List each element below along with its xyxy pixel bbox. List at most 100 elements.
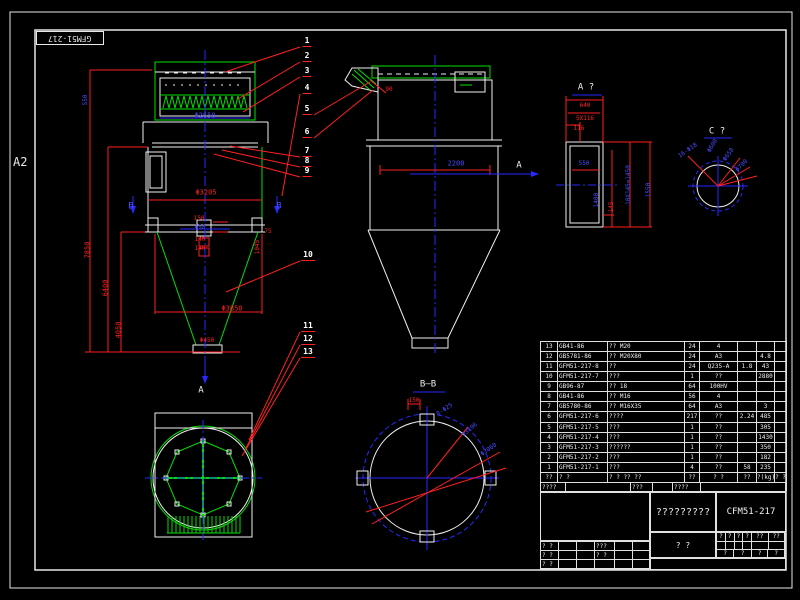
parts-cell: GFM51-217-2 <box>558 452 608 463</box>
parts-cell <box>775 422 787 433</box>
parts-cell: ?????? <box>608 442 685 453</box>
parts-cell: ??? <box>608 452 685 463</box>
parts-cell: 1430 <box>757 432 775 443</box>
dim-label: A <box>198 385 204 396</box>
parts-cell: 2.24 <box>738 412 757 423</box>
parts-cell: 2 <box>541 452 558 463</box>
parts-cell: ??? <box>608 432 685 443</box>
parts-cell <box>775 402 787 413</box>
parts-cell: 485 <box>757 412 775 423</box>
dim-label: 1400 <box>593 192 600 208</box>
parts-cell: 305 <box>757 422 775 433</box>
dim-label: 140 <box>194 245 206 252</box>
parts-cell: ?? M16X35 <box>608 402 685 413</box>
parts-cell <box>775 362 787 373</box>
signature-cell <box>615 560 633 569</box>
parts-cell: 13 <box>541 342 558 353</box>
dim-label: 150 <box>408 397 420 404</box>
parts-cell <box>738 442 757 453</box>
parts-cell: 56 <box>685 392 700 403</box>
drawing-number: CFM51-217 <box>716 492 786 532</box>
balloon-5: 5 <box>302 104 312 115</box>
rev-cell: ?? <box>752 533 769 542</box>
section-bb <box>355 391 507 550</box>
dim-label: Φ2650 <box>194 111 216 120</box>
parts-cell: 2880 <box>757 372 775 383</box>
signature-cell <box>577 551 595 560</box>
revision-grid-header: ? ? ? ? ?? ?? <box>717 533 785 542</box>
rev-cell: ? <box>743 533 752 542</box>
parts-cell: 3 <box>541 442 558 453</box>
parts-cell <box>775 342 787 353</box>
dim-label: 5X116 <box>575 115 595 122</box>
parts-cell: 5 <box>541 422 558 433</box>
parts-cell: 24 <box>685 362 700 373</box>
signature-cell <box>615 551 633 560</box>
parts-cell: 1 <box>685 422 700 433</box>
parts-cell <box>738 432 757 443</box>
parts-cell: GFM51-217-8 <box>558 362 608 373</box>
parts-cell: 24 <box>685 352 700 363</box>
parts-cell: 182 <box>757 452 775 463</box>
parts-cell <box>775 412 787 423</box>
parts-cell <box>738 402 757 413</box>
revision-grid-empty-row <box>717 542 785 550</box>
title-block-top-cell <box>653 483 673 491</box>
parts-cell: ?? <box>700 442 738 453</box>
dim-label: B—B <box>419 379 437 390</box>
parts-cell: ?? <box>700 462 738 473</box>
balloon-1: 1 <box>302 36 312 47</box>
signature-cell <box>577 542 595 551</box>
signature-cell <box>633 542 651 551</box>
frame-code-text: GFM51-217 <box>48 34 92 43</box>
parts-cell: 4 <box>541 432 558 443</box>
parts-cell: GB41-86 <box>558 392 608 403</box>
parts-cell: 4 <box>700 342 738 353</box>
parts-cell: ???? <box>608 412 685 423</box>
dim-label: 10X145=1450 <box>625 165 632 205</box>
parts-cell: GFM51-217-1 <box>558 462 608 473</box>
balloon-3: 3 <box>302 66 312 77</box>
balloon-12: 12 <box>301 334 315 345</box>
signature-cell <box>633 560 651 569</box>
parts-cell: 4.8 <box>757 352 775 363</box>
title-block-top-cell <box>566 483 631 491</box>
parts-cell: 1 <box>685 442 700 453</box>
balloon-2: 2 <box>302 51 312 62</box>
parts-cell <box>757 382 775 393</box>
title-block-blank-box <box>540 492 650 541</box>
parts-cell <box>757 392 775 403</box>
front-view <box>85 50 280 384</box>
dim-label: 1550 <box>645 182 652 198</box>
balloon-10: 10 <box>301 250 315 261</box>
parts-cell: GB96-87 <box>558 382 608 393</box>
parts-cell <box>738 422 757 433</box>
parts-cell: 1 <box>541 462 558 473</box>
parts-cell: 1 <box>685 432 700 443</box>
dim-label: A ? <box>577 82 595 93</box>
parts-cell: ??? <box>608 462 685 473</box>
parts-cell: 8 <box>541 392 558 403</box>
dim-label: 145 <box>608 201 615 213</box>
signature-cell: ? ? <box>541 551 559 560</box>
dim-label: 75 <box>264 228 272 235</box>
signature-cell <box>559 551 577 560</box>
parts-cell: 9 <box>541 382 558 393</box>
signature-cell: ? ? <box>541 560 559 569</box>
dim-label: C ? <box>708 126 726 137</box>
title-block-top-cell: ???? <box>541 483 566 491</box>
parts-cell: 6 <box>541 412 558 423</box>
parts-cell: 4 <box>685 462 700 473</box>
parts-cell: ?? M20 <box>608 342 685 353</box>
parts-cell: GFM51-217-5 <box>558 422 608 433</box>
parts-cell: A3 <box>700 402 738 413</box>
parts-cell <box>775 392 787 403</box>
parts-cell: A3 <box>700 352 738 363</box>
signature-cell: ? ? <box>541 542 559 551</box>
dim-label: 150 <box>193 215 205 222</box>
parts-cell: ?? 18 <box>608 382 685 393</box>
rev-cell: ? <box>734 533 744 542</box>
parts-cell: Q235-A <box>700 362 738 373</box>
